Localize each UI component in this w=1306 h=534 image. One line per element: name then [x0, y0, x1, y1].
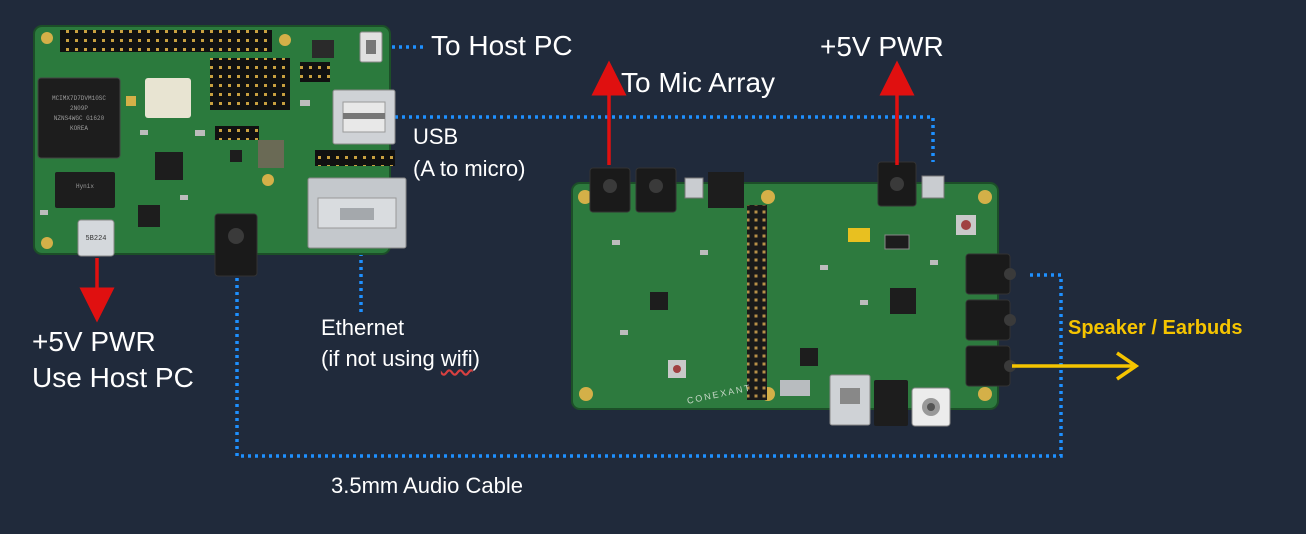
label-usb: USB [413, 124, 459, 149]
soc-chip [37, 77, 121, 159]
gpio-header-mid [210, 58, 290, 110]
mount-hole-1 [41, 32, 53, 44]
small-chip-2 [230, 150, 242, 162]
label-to-mic-array: To Mic Array [621, 67, 776, 98]
mic-board: CONEXANT [571, 161, 1016, 427]
mic-board-micro-usb-2 [921, 175, 945, 199]
mic-smd-6 [930, 260, 938, 265]
soc-line-3: NZNS4WGC G1620 [54, 115, 105, 122]
arrows [79, 60, 1140, 381]
connection-lines [235, 45, 1063, 458]
small-chip-1 [138, 205, 160, 227]
mic-chip-1 [650, 292, 668, 310]
smd-3 [180, 195, 188, 200]
optical-port-top [708, 172, 744, 208]
label-speaker-earbuds: Speaker / Earbuds [1068, 317, 1243, 339]
usb-c-port-label: 5B224 [85, 235, 106, 243]
ethernet-note-suffix: ) [472, 346, 480, 371]
mic-mount-hole-1 [578, 190, 592, 204]
soc-line-2: 2N09P [70, 105, 88, 112]
gpio-header-lower [315, 150, 395, 166]
label-to-host-pc: To Host PC [431, 30, 573, 61]
small-connector [312, 40, 334, 58]
smd-5 [126, 96, 136, 106]
label-use-host-pc: Use Host PC [32, 362, 194, 393]
soc-line-1: MCIMX7D7DVM10SC [52, 95, 106, 102]
gpio-header-right [300, 62, 330, 82]
label-ethernet-note: (if not using wifi) [321, 346, 480, 372]
smd-2 [140, 130, 148, 135]
usb-dotted-line [395, 115, 935, 162]
dsp-chip [890, 288, 916, 314]
vertical-pin-header [747, 205, 767, 400]
mic-board-pcb [571, 182, 999, 410]
label-pwr-left: +5V PWR [32, 326, 156, 357]
soc-line-4: KOREA [70, 125, 88, 132]
label-audio-cable: 3.5mm Audio Cable [331, 473, 523, 498]
audio-jack-host [214, 213, 258, 277]
mic-smd-4 [860, 300, 868, 305]
output-jack-1-hole [1004, 268, 1016, 280]
label-usb-type: (A to micro) [413, 156, 526, 181]
mic-jack-1-hole [603, 179, 617, 193]
mic-smd-2 [700, 250, 708, 255]
usb-c-port [77, 219, 115, 257]
mic-smd-1 [612, 240, 620, 245]
smd-6 [300, 100, 310, 106]
micro-usb-port-host-slot [366, 40, 376, 54]
smd-4 [40, 210, 48, 215]
host-board: MCIMX7D7DVM10SC 2N09P NZNS4WGC G1620 KOR… [33, 25, 407, 277]
usb-a-port-tongue [343, 113, 385, 119]
crystal [780, 380, 810, 396]
dc-power-jack-hole [890, 177, 904, 191]
output-jack-1 [965, 253, 1011, 295]
output-jack-2 [965, 299, 1011, 341]
mic-jack-2-hole [649, 179, 663, 193]
usb-b-port-slot [840, 388, 860, 404]
mount-hole-3 [279, 34, 291, 46]
slide-switch [884, 234, 910, 250]
gpio-header-top [60, 30, 272, 52]
label-pwr-right: +5V PWR [820, 31, 944, 62]
pmic-chip [155, 152, 183, 180]
mic-chip-2 [800, 348, 818, 366]
mic-mount-hole-2 [761, 190, 775, 204]
rca-jack-pin [927, 403, 935, 411]
output-jack-3-hole [1004, 360, 1016, 372]
inductor [258, 140, 284, 168]
yellow-capacitor [848, 228, 870, 242]
gpio-header-small [215, 126, 259, 140]
mic-mount-hole-3 [978, 190, 992, 204]
label-ethernet: Ethernet [321, 315, 405, 340]
ethernet-note-wifi: wifi [440, 346, 473, 371]
smd-1 [195, 130, 205, 136]
mount-hole-2 [41, 237, 53, 249]
reset-button-cap [961, 220, 971, 230]
memory-chip [55, 172, 115, 208]
memory-chip-label: Hynix [76, 183, 94, 190]
output-jack-2-hole [1004, 314, 1016, 326]
output-jack-3 [965, 345, 1011, 387]
ethernet-note-prefix: (if not using [321, 346, 441, 371]
mic-mount-hole-4 [579, 387, 593, 401]
mount-hole-4 [262, 174, 274, 186]
optical-port-bottom [874, 380, 908, 426]
speaker-arrow-head [1116, 351, 1140, 381]
audio-cable-dotted-line [235, 273, 1063, 458]
mic-mount-hole-6 [978, 387, 992, 401]
user-button-cap [673, 365, 681, 373]
mic-board-micro-usb-1 [684, 177, 704, 199]
mic-smd-3 [820, 265, 828, 270]
mic-smd-5 [620, 330, 628, 335]
wifi-module [145, 78, 191, 118]
audio-jack-host-hole [228, 228, 244, 244]
ethernet-jack-slot [340, 208, 374, 220]
